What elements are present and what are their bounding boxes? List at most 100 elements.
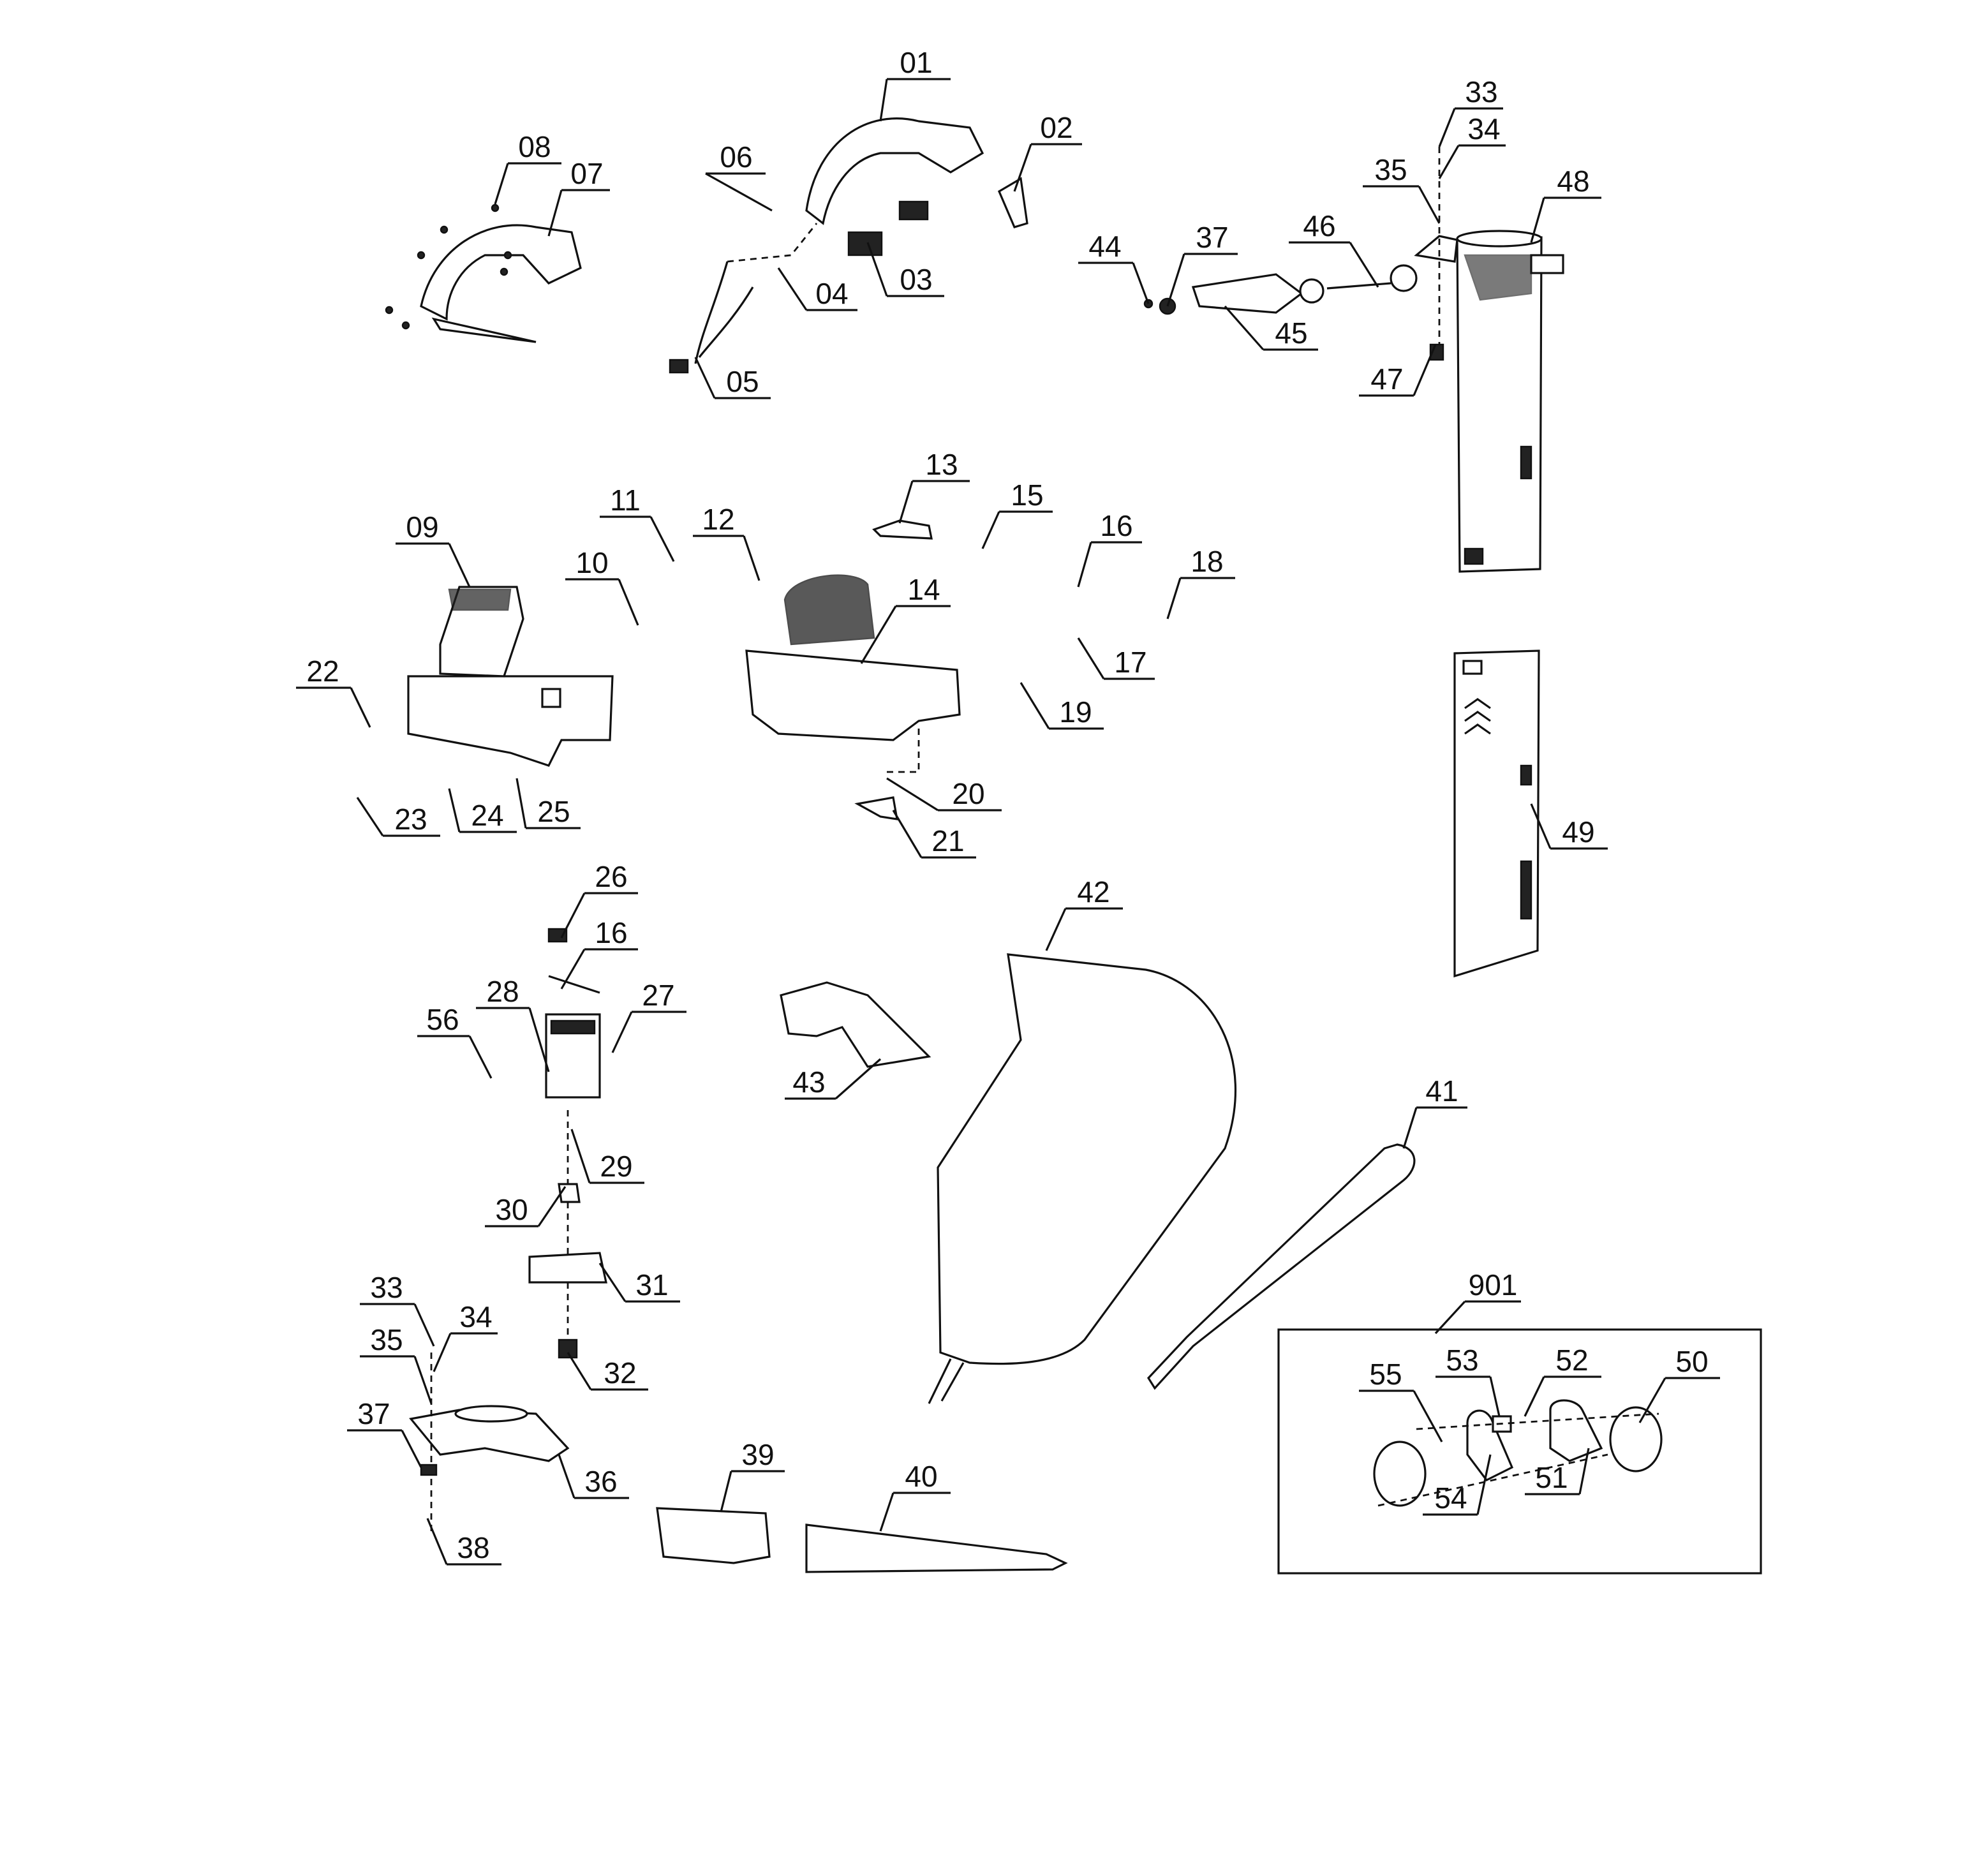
callout-leader-line: [433, 1333, 452, 1372]
callout-number: 02: [1040, 111, 1072, 144]
callout: 37: [347, 1397, 422, 1468]
callout-number: 18: [1191, 545, 1223, 578]
callout-leader-line: [1438, 145, 1460, 179]
callout-leader-line: [570, 1129, 591, 1183]
callout: 16: [560, 916, 638, 990]
callout-leader-line: [537, 1186, 567, 1227]
callout-number: 50: [1675, 1345, 1708, 1378]
part-blower-tube-upper: [1414, 147, 1564, 573]
callout: 31: [598, 1263, 680, 1303]
callout-leader-line: [1166, 577, 1182, 619]
callout-leader-line: [468, 1035, 493, 1079]
callout-leader-line: [860, 605, 897, 664]
callout: 11: [600, 484, 675, 562]
callout: 06: [705, 140, 773, 212]
callout-number: 23: [394, 803, 427, 836]
callout: 37: [1166, 221, 1238, 307]
callout: 10: [565, 546, 639, 626]
callout-leader-line: [413, 1303, 435, 1347]
callout: 29: [570, 1129, 644, 1184]
callout-number: 10: [575, 546, 608, 579]
part-fan-housing: [409, 1353, 570, 1531]
callout: 32: [567, 1352, 648, 1391]
callout-number: 40: [905, 1460, 937, 1493]
callout: 43: [785, 1058, 882, 1100]
callout-leader-line: [426, 1518, 448, 1565]
callout: 14: [860, 573, 951, 664]
callout-number: 16: [595, 916, 627, 949]
part-wheel-kit: [1373, 1399, 1663, 1507]
callout: 51: [1525, 1448, 1590, 1495]
callout: 33: [360, 1271, 435, 1347]
callout: 47: [1359, 344, 1437, 397]
callout-number: 22: [306, 655, 339, 688]
callout: 36: [558, 1454, 629, 1499]
callout-number: 28: [486, 975, 519, 1008]
callout-leader-line: [835, 1058, 882, 1100]
part-handle-upper: [805, 117, 1028, 256]
callout: 25: [516, 778, 581, 829]
callout: 05: [694, 357, 771, 399]
callout: 17: [1077, 637, 1155, 680]
part-vacuum-inlet: [780, 981, 931, 1068]
callout-leader-line: [1166, 253, 1185, 307]
callout: 46: [1289, 209, 1379, 288]
callout: 07: [547, 157, 610, 237]
callout-leader-line: [560, 893, 586, 938]
callout-leader-line: [448, 543, 471, 588]
callout: 41: [1402, 1074, 1467, 1149]
callout: 08: [494, 130, 561, 205]
callout-number: 41: [1425, 1074, 1458, 1108]
callout-leader-line: [598, 1263, 627, 1302]
callout-leader-line: [1438, 108, 1456, 147]
callout-number: 20: [952, 777, 984, 810]
callout-leader-line: [1524, 1376, 1545, 1417]
callout: 39: [720, 1438, 785, 1513]
callout-leader-line: [1077, 542, 1092, 588]
callout-leader-line: [705, 172, 773, 212]
callout-leader-line: [1530, 803, 1552, 849]
callout-number: 12: [702, 503, 734, 536]
callout-number: 06: [720, 140, 752, 174]
callout: 45: [1224, 305, 1318, 351]
callout-number: 16: [1100, 509, 1132, 542]
callout: 19: [1020, 682, 1104, 730]
callout-leader-line: [743, 535, 760, 581]
callout-leader-line: [1224, 305, 1265, 351]
callout-number: 32: [604, 1356, 636, 1390]
callout-number: 04: [815, 277, 848, 310]
callout-leader-line: [448, 788, 461, 833]
part-impeller-cover: [1143, 264, 1418, 315]
callout-leader-line: [1413, 344, 1437, 396]
callout-leader-line: [618, 579, 639, 626]
callout-leader-line: [866, 242, 888, 297]
callout-leader-line: [886, 777, 938, 812]
callout: 12: [693, 503, 760, 581]
callout: 55: [1359, 1358, 1443, 1442]
callout-number: 901: [1469, 1268, 1518, 1301]
callout: 44: [1078, 230, 1150, 304]
callout-leader-line: [611, 1011, 633, 1053]
callout-number: 11: [610, 484, 641, 517]
callout-leader-line: [1578, 1448, 1590, 1495]
callout-number: 24: [471, 799, 503, 832]
callout-number: 53: [1446, 1344, 1478, 1377]
callout-leader-line: [777, 267, 808, 311]
callout-leader-line: [1476, 1454, 1492, 1515]
callout: 01: [879, 46, 951, 122]
callout: 38: [426, 1518, 501, 1566]
callout-number: 46: [1303, 209, 1335, 242]
callout-number: 35: [370, 1323, 403, 1356]
callout-leader-line: [558, 1454, 575, 1499]
callout-leader-line: [879, 1492, 894, 1532]
callout-leader-line: [694, 357, 716, 399]
callout-number: 31: [635, 1268, 668, 1301]
callout-number: 21: [931, 824, 964, 857]
callout-leader-line: [1413, 1390, 1443, 1442]
callout: 20: [886, 777, 1002, 812]
callout-number: 39: [741, 1438, 774, 1471]
wheel-kit-box: [1277, 1328, 1762, 1575]
callout-leader-line: [649, 516, 675, 562]
callout-leader-line: [356, 797, 384, 836]
